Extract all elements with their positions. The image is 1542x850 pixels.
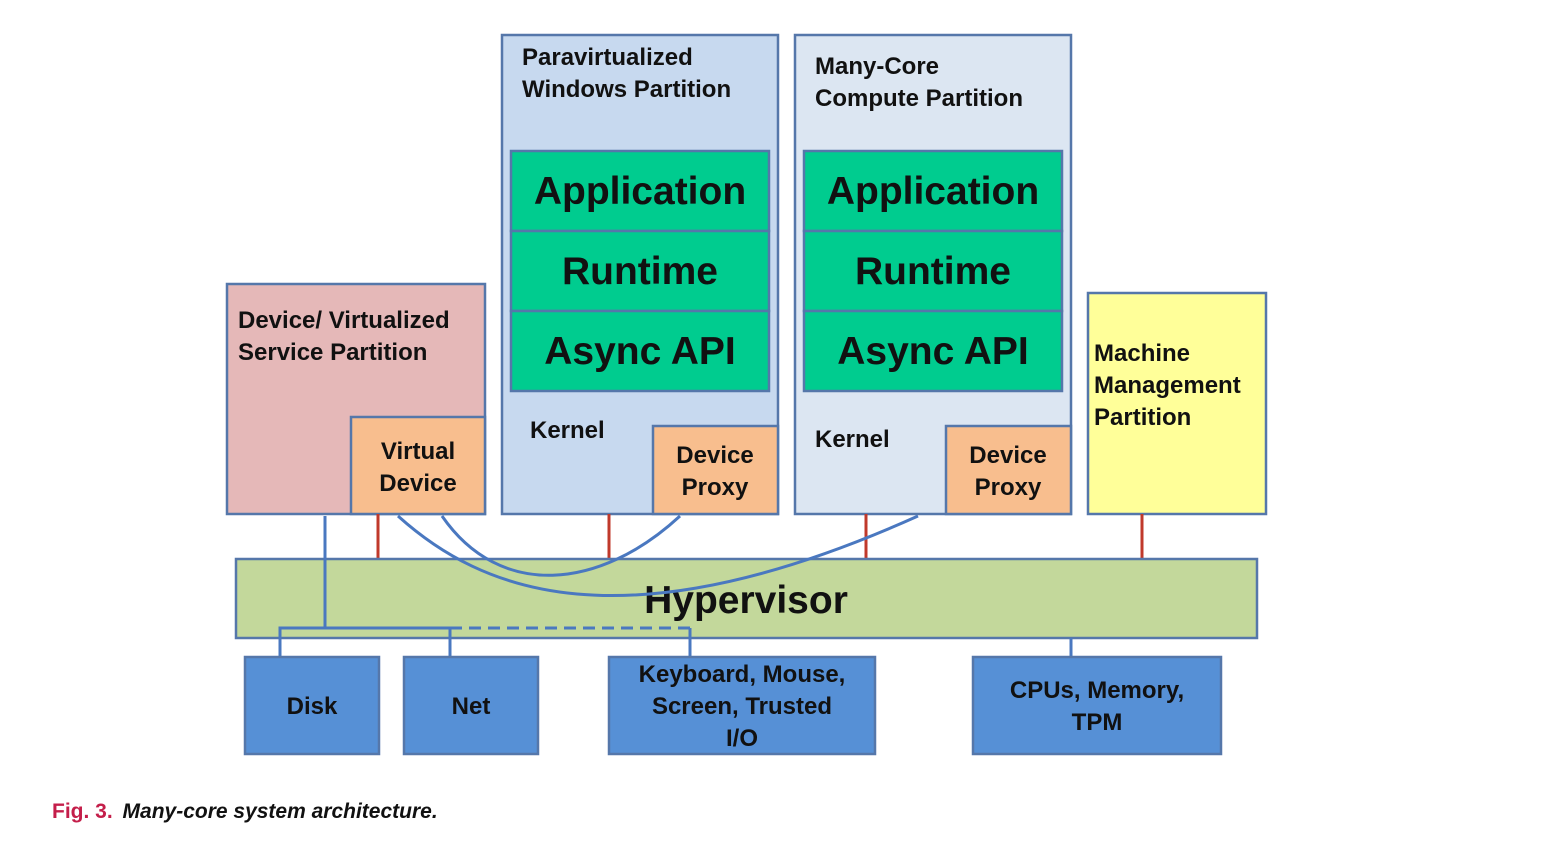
many-core-title-line-1: Many-Core: [815, 53, 939, 80]
cpus-label-line-2: TPM: [1072, 709, 1123, 736]
virtual-device-to-windows-proxy-link: [440, 514, 682, 577]
many-core-proxy-label-line-1: Device: [969, 442, 1046, 469]
windows-async-api-layer: [509, 309, 771, 393]
figure-caption-label: Fig. 3.: [52, 800, 113, 823]
disk-link: [278, 516, 327, 657]
windows-proxy-label-line-1: Device: [676, 442, 753, 469]
many-core-kernel-label: Kernel: [815, 426, 890, 453]
windows-runtime-label: Runtime: [562, 250, 718, 293]
figure-caption-text: Many-core system architecture.: [122, 800, 438, 823]
device-partition-title-line-2: Service Partition: [238, 339, 427, 366]
cpus-memory-box: CPUs, Memory, TPM: [971, 655, 1223, 756]
many-core-async-api-layer: [802, 309, 1064, 393]
many-core-application-label: Application: [827, 170, 1039, 213]
many-core-runtime-label: Runtime: [855, 250, 1011, 293]
disk-label: Disk: [287, 693, 338, 720]
many-core-proxy-label-line-2: Proxy: [975, 474, 1042, 501]
keyboard-label-line-1: Keyboard, Mouse,: [639, 661, 846, 688]
windows-runtime-layer: [509, 229, 771, 313]
machine-management-partition: Machine Management Partition: [1086, 291, 1268, 516]
hypervisor-label: Hypervisor: [644, 579, 848, 622]
net-label: Net: [452, 693, 491, 720]
keyboard-label-line-3: I/O: [726, 725, 758, 752]
windows-kernel-label: Kernel: [530, 417, 605, 444]
management-title-line-2: Management: [1094, 372, 1241, 399]
many-core-title-line-2: Compute Partition: [815, 85, 1023, 112]
windows-proxy-label-line-2: Proxy: [682, 474, 749, 501]
windows-layer-stack: Application Runtime Async API: [509, 149, 771, 393]
management-title-line-1: Machine: [1094, 340, 1190, 367]
windows-partition: Paravirtualized Windows Partition Applic…: [500, 33, 780, 516]
windows-application-label: Application: [534, 170, 746, 213]
many-core-device-proxy-box: Device Proxy: [944, 424, 1073, 516]
net-box: Net: [402, 655, 540, 756]
partition-hypervisor-links: [376, 514, 1144, 559]
device-service-partition: Device/ Virtualized Service Partition Vi…: [225, 282, 487, 516]
cpus-label-line-1: CPUs, Memory,: [1010, 677, 1184, 704]
windows-partition-title-line-2: Windows Partition: [522, 76, 731, 103]
virtual-device-box: Virtual Device: [349, 415, 487, 516]
hypervisor-bar: Hypervisor: [234, 557, 1259, 640]
many-core-application-layer: [802, 149, 1064, 233]
figure-caption: Fig. 3. Many-core system architecture.: [52, 800, 438, 824]
disk-box: Disk: [243, 655, 381, 756]
keyboard-mouse-screen-box: Keyboard, Mouse, Screen, Trusted I/O: [607, 655, 877, 756]
many-core-async-api-label: Async API: [837, 330, 1028, 373]
many-core-layer-stack: Application Runtime Async API: [802, 149, 1064, 393]
virtual-device-label-line-1: Virtual: [381, 438, 455, 465]
many-core-partition: Many-Core Compute Partition Application …: [793, 33, 1073, 516]
windows-device-proxy-box: Device Proxy: [651, 424, 780, 516]
io-links: [278, 514, 1073, 657]
windows-async-api-label: Async API: [544, 330, 735, 373]
windows-partition-title-line-1: Paravirtualized: [522, 44, 693, 71]
virtual-device-label-line-2: Device: [379, 470, 456, 497]
virtual-device-to-many-core-proxy-link: [396, 514, 919, 598]
management-title-line-3: Partition: [1094, 404, 1191, 431]
keyboard-label-line-2: Screen, Trusted: [652, 693, 832, 720]
windows-application-layer: [509, 149, 771, 233]
device-partition-title-line-1: Device/ Virtualized: [238, 307, 450, 334]
